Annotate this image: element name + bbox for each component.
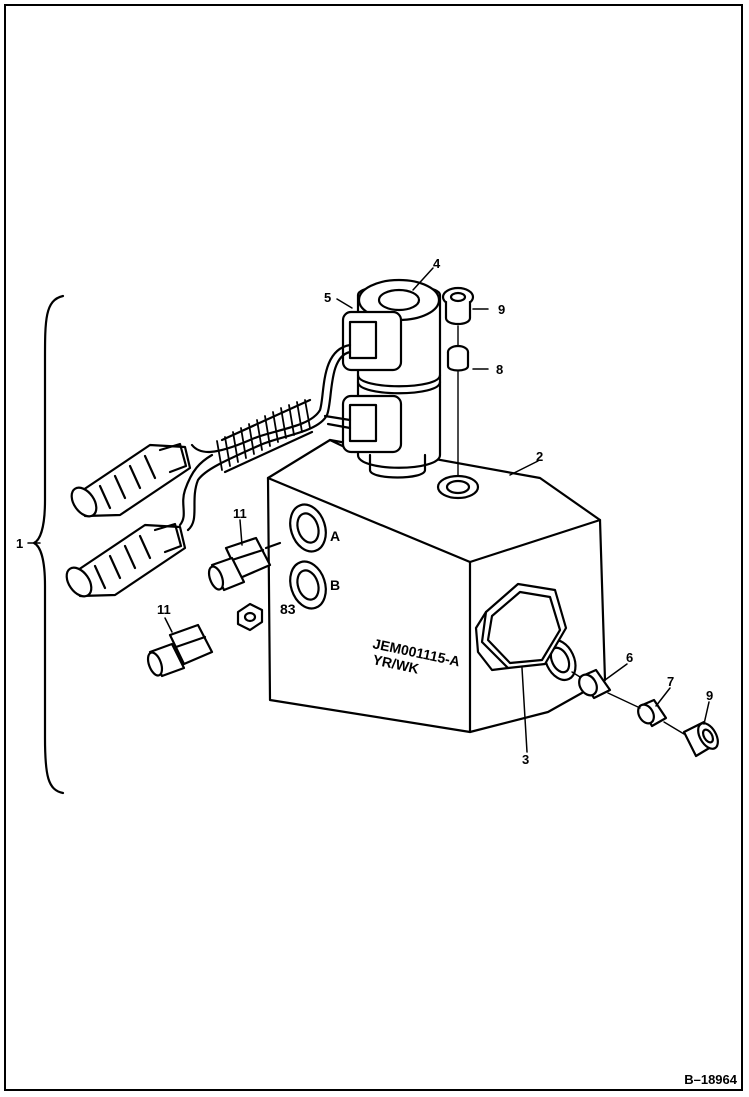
figure-id: B–18964 [684, 1072, 737, 1087]
solenoid-coil [341, 278, 442, 479]
callout-6: 6 [626, 650, 633, 665]
callout-3: 3 [522, 752, 529, 767]
orifice-6 [578, 668, 612, 700]
leader-lines [27, 267, 710, 753]
orifice-8 [446, 344, 470, 372]
connector-lower [65, 522, 187, 598]
plug-9-side [682, 720, 719, 758]
figure-frame [4, 4, 743, 1091]
connector-upper [70, 442, 192, 518]
valve-block [266, 438, 607, 734]
callout-11-upper: 11 [233, 506, 247, 521]
orifice-7 [637, 698, 668, 728]
wire-harness [178, 343, 352, 532]
callout-9-top: 9 [498, 302, 505, 317]
side-code-label: 83 [280, 601, 296, 617]
callout-1: 1 [16, 536, 23, 551]
callout-4: 4 [433, 256, 441, 271]
small-nut [236, 602, 264, 632]
callout-2: 2 [536, 449, 543, 464]
port-b-label: B [330, 577, 340, 593]
callout-5: 5 [324, 290, 331, 305]
plug-9-top [441, 286, 475, 326]
fitting-upper [207, 536, 282, 592]
callout-11-lower: 11 [157, 602, 171, 617]
callout-9-side: 9 [706, 688, 713, 703]
assembly-brace [32, 294, 65, 795]
callout-7: 7 [667, 674, 674, 689]
port-a-label: A [330, 528, 340, 544]
hex-plug [474, 582, 568, 672]
callout-8: 8 [496, 362, 503, 377]
fitting-lower [146, 623, 214, 678]
